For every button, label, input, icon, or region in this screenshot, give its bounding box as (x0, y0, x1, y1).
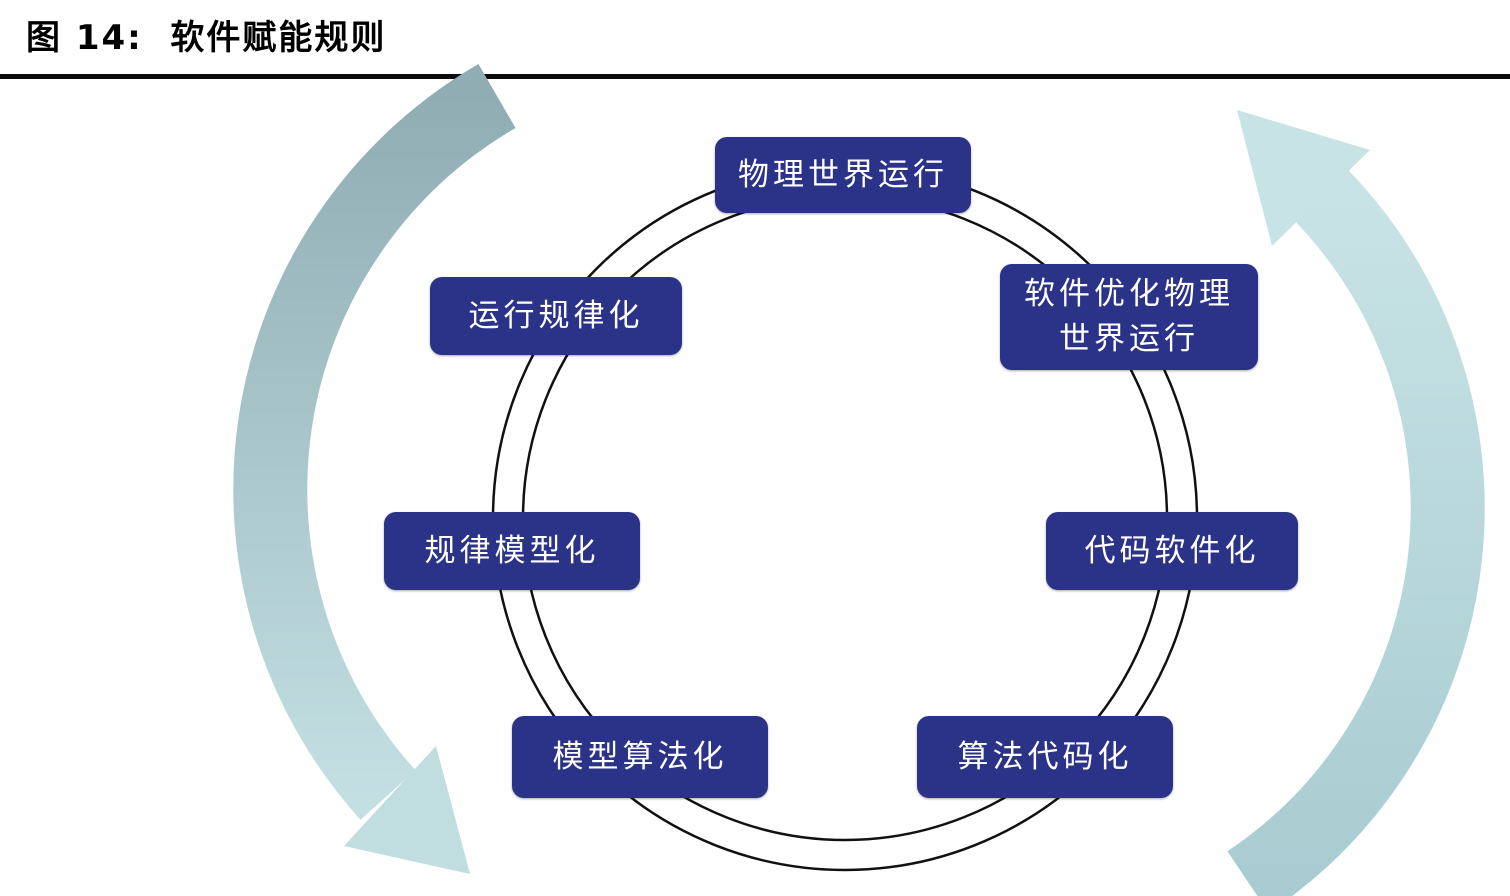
cycle-arrow-right (1227, 170, 1485, 896)
cycle-arrow-left-head-icon (344, 746, 470, 874)
node-physical-world-operation: 物理世界运行 (715, 137, 971, 213)
cycle-arrow-right-head-icon (1237, 110, 1370, 246)
cycle-arrow-left (233, 64, 516, 820)
node-laws-to-models: 规律模型化 (384, 512, 640, 590)
title-divider (0, 74, 1510, 79)
node-algorithms-to-code: 算法代码化 (917, 716, 1173, 798)
figure-title: 图 14: 软件赋能规则 (26, 18, 387, 58)
node-models-to-algorithms: 模型算法化 (512, 716, 768, 798)
node-code-to-software: 代码软件化 (1046, 512, 1298, 590)
node-operation-to-laws: 运行规律化 (430, 277, 682, 355)
node-software-optimizes-physical-world: 软件优化物理 世界运行 (1000, 264, 1258, 370)
